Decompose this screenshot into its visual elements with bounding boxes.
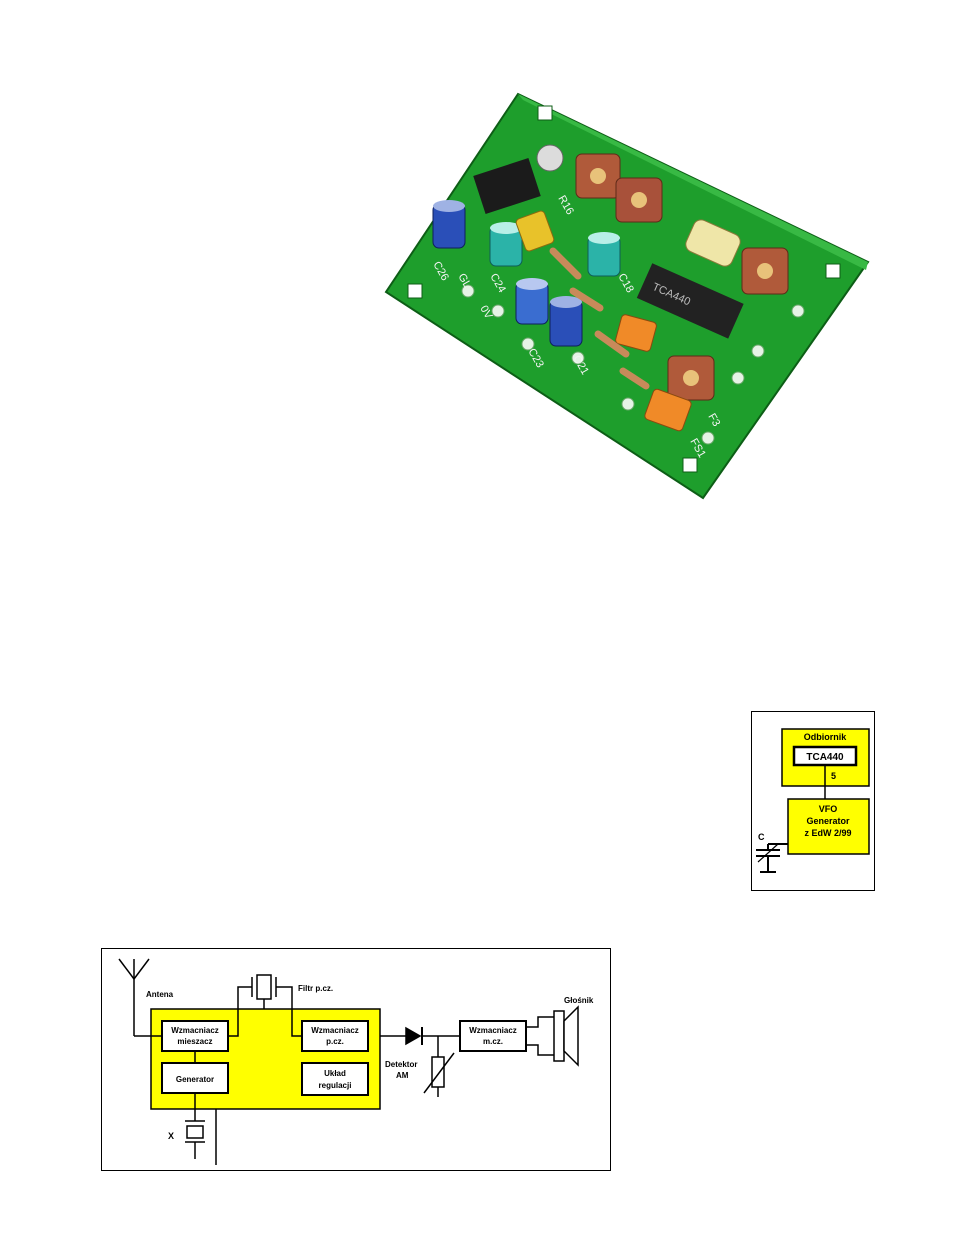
pcb-board [384, 92, 870, 500]
crystal-icon [185, 1093, 217, 1165]
block-diagram-svg: Antena Wzmacniacz mieszacz Generator Fil… [118, 958, 594, 1165]
vfo-line1: VFO [819, 804, 838, 814]
trimmer-coils [575, 153, 789, 401]
speaker-label: Głośnik [564, 996, 594, 1005]
chip-label: TCA440 [806, 752, 844, 763]
vfo-block [787, 798, 870, 855]
volume-potentiometer-icon [423, 1036, 455, 1097]
label-f3: F3 [705, 412, 722, 429]
speaker-icon [526, 1005, 579, 1067]
af-amp-line2: m.cz. [483, 1037, 503, 1046]
ceramic-filter [685, 219, 741, 267]
mounting-holes [407, 105, 841, 473]
agc-line1: Układ [324, 1069, 346, 1078]
vfo-line3: z EdW 2/99 [804, 828, 851, 838]
receiver-block-diagram: Antena Wzmacniacz mieszacz Generator Fil… [101, 948, 611, 1171]
resistors [549, 247, 650, 390]
mixer-line2: mieszacz [177, 1037, 212, 1046]
pcb-edge-highlight [518, 94, 868, 270]
pcb-photo-svg: TCA440 [384, 92, 870, 500]
vfo-line2: Generator [806, 816, 850, 826]
cap-label: C [758, 832, 765, 842]
detector-line2: AM [396, 1071, 409, 1080]
filter-label: Filtr p.cz. [298, 984, 333, 993]
generator-label: Generator [176, 1075, 214, 1084]
if-amp-line1: Wzmacniacz [311, 1026, 359, 1035]
antenna-label: Antena [146, 990, 174, 999]
mixer-line1: Wzmacniacz [171, 1026, 219, 1035]
if-filter-icon [228, 974, 302, 1037]
solder-pads [461, 284, 805, 445]
crystal-label: X [168, 1131, 174, 1141]
vfo-connection-diagram: Odbiornik TCA440 5 VFO Generator z EdW 2… [751, 711, 875, 891]
potentiometer [536, 144, 564, 172]
vfo-diagram-svg: Odbiornik TCA440 5 VFO Generator z EdW 2… [756, 728, 870, 873]
pin-label: 5 [831, 771, 836, 781]
detector-diode-icon [380, 1026, 460, 1046]
antenna-icon [118, 958, 162, 1037]
if-amp-line2: p.cz. [326, 1037, 344, 1046]
film-capacitors [515, 210, 692, 432]
detector-line1: Detektor [385, 1060, 417, 1069]
agc-block [301, 1062, 369, 1096]
ic-tca440: TCA440 [636, 263, 744, 339]
af-amp-line1: Wzmacniacz [469, 1026, 517, 1035]
af-amp-block [459, 1020, 527, 1052]
agc-line2: regulacji [319, 1081, 352, 1090]
receiver-title: Odbiornik [804, 732, 847, 742]
variable-capacitor-icon [756, 843, 788, 873]
pcb-photo: TCA440 [378, 86, 878, 506]
ic-small [473, 158, 541, 214]
if-amp-block [301, 1020, 369, 1052]
electrolytic-capacitors [432, 200, 621, 347]
